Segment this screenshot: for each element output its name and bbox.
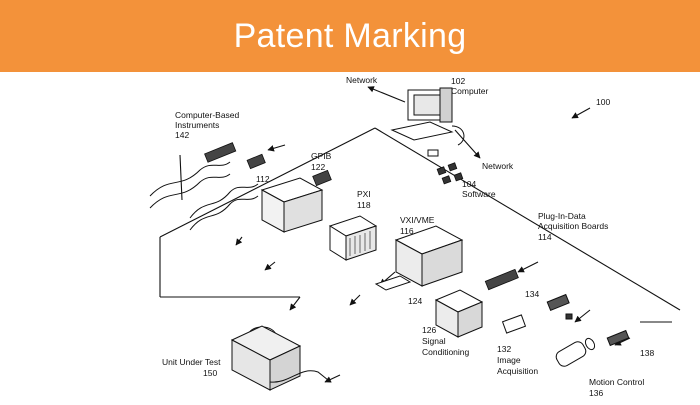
software-disks-icon bbox=[436, 162, 464, 185]
label-sc-2: Conditioning bbox=[422, 347, 470, 357]
signal-conditioning-icon bbox=[434, 289, 484, 338]
label-system-num: 100 bbox=[596, 97, 610, 107]
pxi-chassis-icon bbox=[328, 215, 378, 261]
image-acquisition-icon bbox=[501, 293, 573, 334]
label-vxi: VXI/VME bbox=[400, 215, 435, 225]
patent-diagram: Network 102 Computer 100 Computer-Based … bbox=[149, 75, 681, 398]
label-network-right: Network bbox=[482, 161, 514, 171]
figure-labels: Network 102 Computer 100 Computer-Based … bbox=[162, 75, 654, 398]
label-software: Software bbox=[462, 189, 496, 199]
label-112: 112 bbox=[256, 174, 270, 184]
label-124: 124 bbox=[408, 296, 422, 306]
label-plugin-1: Plug-In-Data bbox=[538, 211, 586, 221]
label-gpib-num: 122 bbox=[311, 162, 325, 172]
label-vxi-num: 116 bbox=[400, 226, 414, 236]
banner-title: Patent Marking bbox=[233, 16, 467, 55]
patent-figure: Network 102 Computer 100 Computer-Based … bbox=[0, 72, 700, 400]
label-cbi-2: Instruments bbox=[175, 120, 219, 130]
label-sc-num: 126 bbox=[422, 325, 436, 335]
label-computer-num: 102 bbox=[451, 76, 465, 86]
label-img-num: 132 bbox=[497, 344, 511, 354]
vxi-chassis-icon bbox=[374, 225, 464, 291]
label-img-1: Image bbox=[497, 355, 521, 365]
label-pxi: PXI bbox=[357, 189, 371, 199]
label-mc: Motion Control bbox=[589, 377, 644, 387]
label-pxi-num: 118 bbox=[357, 200, 371, 210]
instrument-connectors bbox=[204, 142, 332, 187]
banner: Patent Marking bbox=[0, 0, 700, 72]
label-134: 134 bbox=[525, 289, 539, 299]
connection-arrows bbox=[235, 86, 631, 383]
label-cbi-1: Computer-Based bbox=[175, 110, 240, 120]
label-gpib: GPIB bbox=[311, 151, 332, 161]
daq-board-icon bbox=[484, 268, 519, 291]
label-network-top: Network bbox=[346, 75, 378, 85]
label-138: 138 bbox=[640, 348, 654, 358]
gpib-instrument-icon bbox=[260, 177, 324, 233]
label-computer: Computer bbox=[451, 86, 488, 96]
label-sc-1: Signal bbox=[422, 336, 446, 346]
label-plugin-2: Acquisition Boards bbox=[538, 221, 608, 231]
label-mc-num: 136 bbox=[589, 388, 603, 398]
label-cbi-num: 142 bbox=[175, 130, 189, 140]
label-plugin-num: 114 bbox=[538, 232, 552, 242]
label-software-num: 104 bbox=[462, 179, 476, 189]
label-uut: Unit Under Test bbox=[162, 357, 221, 367]
instrument-cables bbox=[149, 161, 259, 231]
unit-under-test-icon bbox=[230, 325, 329, 391]
label-img-2: Acquisition bbox=[497, 366, 538, 376]
label-uut-num: 150 bbox=[203, 368, 217, 378]
computer-icon bbox=[390, 87, 465, 157]
bus-lines bbox=[159, 127, 681, 323]
motion-control-icon bbox=[555, 329, 630, 367]
